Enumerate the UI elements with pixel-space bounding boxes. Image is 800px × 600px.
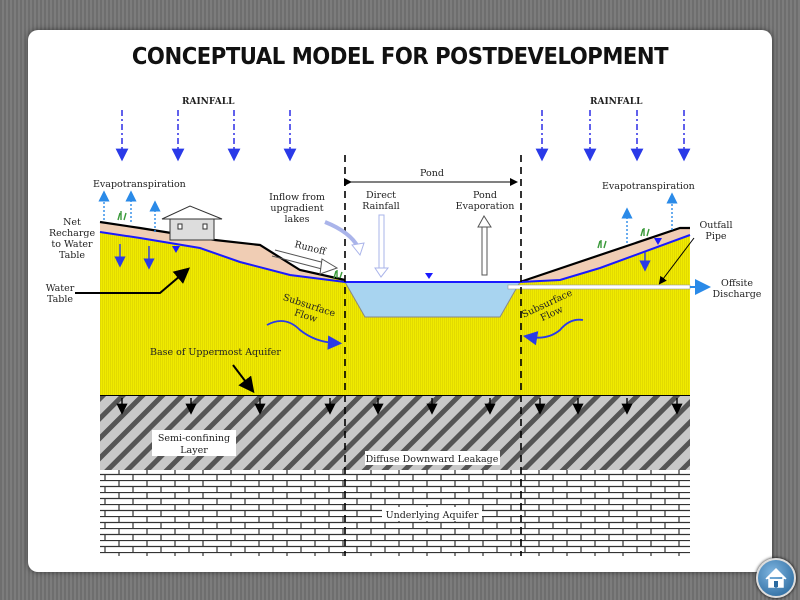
svg-text:Pipe: Pipe [705, 231, 727, 242]
diffuse-leakage-label: Diffuse Downward Leakage [366, 454, 499, 465]
svg-text:Offsite: Offsite [721, 278, 753, 289]
evapotranspiration-arrows [98, 190, 678, 243]
pond-label: Pond [420, 168, 444, 179]
home-button[interactable] [756, 558, 796, 598]
rainfall-arrows [115, 110, 691, 162]
svg-text:Table: Table [47, 294, 73, 305]
evapotranspiration-left-label: Evapotranspiration [93, 179, 186, 190]
page-title: CONCEPTUAL MODEL FOR POSTDEVELOPMENT [131, 44, 669, 70]
svg-text:Discharge: Discharge [713, 289, 762, 300]
rainfall-left-label: RAINFALL [182, 97, 235, 107]
svg-text:lakes: lakes [285, 214, 310, 225]
svg-text:Direct: Direct [366, 190, 396, 201]
soil-left [100, 222, 345, 280]
svg-text:Table: Table [59, 250, 85, 261]
underlying-aquifer-label: Underlying Aquifer [386, 510, 479, 521]
outfall-pipe [507, 284, 691, 290]
grass-icons [117, 211, 650, 279]
svg-text:Semi-confining: Semi-confining [158, 433, 230, 444]
svg-text:Water: Water [46, 283, 75, 294]
svg-text:Layer: Layer [180, 445, 208, 456]
svg-text:Outfall: Outfall [700, 220, 733, 231]
uppermost-aquifer [100, 222, 690, 395]
svg-text:to Water: to Water [51, 239, 93, 250]
svg-text:Net: Net [63, 217, 81, 228]
water-table-line [99, 231, 691, 283]
rainfall-right-label: RAINFALL [590, 97, 643, 107]
svg-text:Inflow from: Inflow from [269, 192, 325, 203]
svg-text:Pond: Pond [473, 190, 497, 201]
svg-text:Rainfall: Rainfall [362, 201, 399, 212]
runoff-label: Runoff [293, 239, 328, 258]
svg-text:Evaporation: Evaporation [456, 201, 515, 212]
svg-text:upgradient: upgradient [270, 203, 323, 214]
house-icon [161, 205, 223, 241]
svg-text:Recharge: Recharge [49, 228, 96, 239]
home-icon [765, 567, 787, 588]
evapotranspiration-right-label: Evapotranspiration [602, 181, 695, 192]
base-of-aquifer-label: Base of Uppermost Aquifer [150, 347, 281, 358]
pond-water [344, 281, 521, 318]
